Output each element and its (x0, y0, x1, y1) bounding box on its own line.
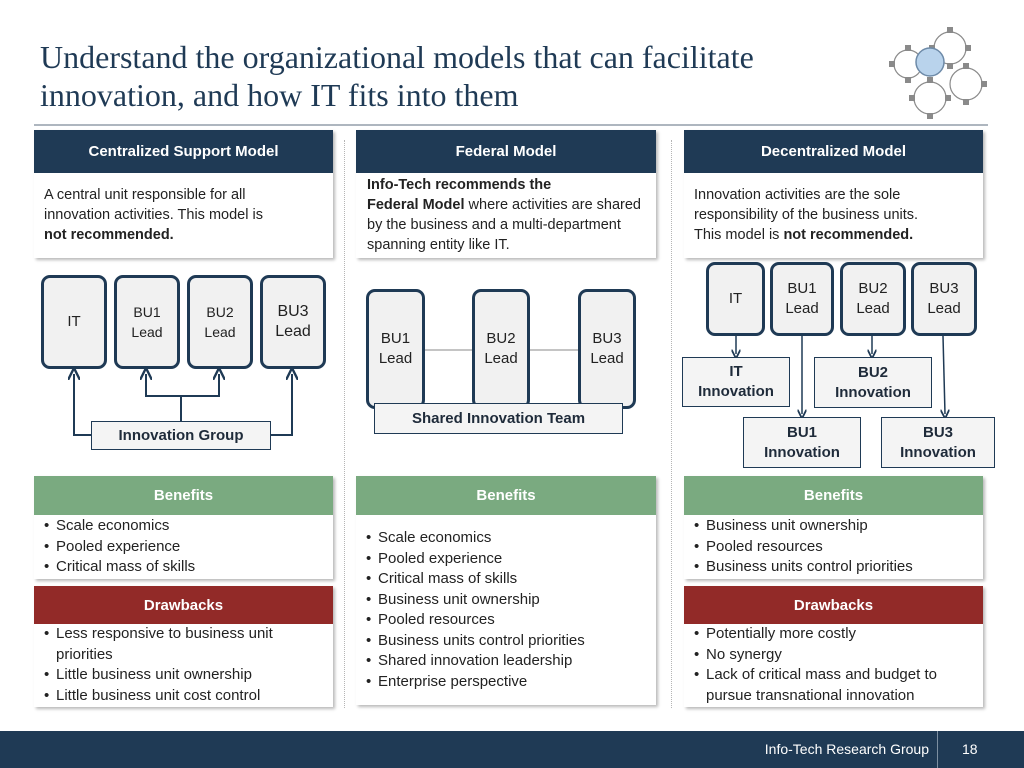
decentralized-model-header: Decentralized Model (684, 130, 983, 173)
list-item: Scale economics (44, 516, 329, 537)
list-item: Critical mass of skills (366, 569, 651, 590)
it-innovation-box: IT Innovation (682, 357, 790, 407)
decentralized-bu1-lead-node: BU1 Lead (770, 262, 834, 336)
list-item: Pooled experience (44, 537, 329, 558)
centralized-drawbacks-list: Less responsive to business unit priorit… (44, 624, 326, 706)
federal-benefits-card: Benefits Scale economics Pooled experien… (356, 476, 656, 705)
list-item: Shared innovation leadership (366, 651, 651, 672)
decentralized-benefits-list: Business unit ownership Pooled resources… (694, 516, 979, 578)
centralized-model-card: Centralized Support Model A central unit… (34, 130, 333, 258)
centralized-drawbacks-header: Drawbacks (34, 586, 333, 624)
list-item: Critical mass of skills (44, 557, 329, 578)
federal-benefits-list: Scale economics Pooled experience Critic… (366, 528, 651, 692)
list-item: Scale economics (366, 528, 651, 549)
list-item: Pooled resources (694, 537, 979, 558)
centralized-benefits-list: Scale economics Pooled experience Critic… (44, 516, 329, 578)
page-number: 18 (962, 741, 978, 757)
list-item: Business unit ownership (366, 590, 651, 611)
list-item: Potentially more costly (694, 624, 976, 645)
decentralized-description: Innovation activities are the sole respo… (694, 187, 919, 243)
decentralized-it-node: IT (706, 262, 765, 336)
centralized-drawbacks-card: Drawbacks Less responsive to business un… (34, 586, 333, 707)
list-item: Business units control priorities (366, 631, 651, 652)
list-item: Little business unit ownership (44, 665, 326, 686)
centralized-benefits-card: Benefits Scale economics Pooled experien… (34, 476, 333, 579)
federal-benefits-header: Benefits (356, 476, 656, 515)
decentralized-drawbacks-card: Drawbacks Potentially more costly No syn… (684, 586, 983, 707)
centralized-description: A central unit responsible for all innov… (44, 187, 263, 243)
decentralized-benefits-card: Benefits Business unit ownership Pooled … (684, 476, 983, 579)
centralized-benefits-header: Benefits (34, 476, 333, 515)
innovation-group-box: Innovation Group (91, 421, 271, 450)
decentralized-bu2-lead-node: BU2 Lead (840, 262, 906, 336)
footer-company: Info-Tech Research Group (764, 741, 929, 757)
page-title: Understand the organizational models tha… (40, 38, 900, 114)
list-item: Pooled experience (366, 549, 651, 570)
shared-innovation-team-box: Shared Innovation Team (374, 403, 623, 434)
column-separator-1 (344, 140, 345, 708)
federal-bu3-lead-node: BU3 Lead (578, 289, 636, 409)
list-item: Less responsive to business unit priorit… (44, 624, 326, 665)
title-line-2: innovation, and how IT fits into them (40, 77, 519, 113)
decentralized-drawbacks-list: Potentially more costly No synergy Lack … (694, 624, 976, 706)
column-separator-2 (671, 140, 672, 708)
title-rule (34, 124, 988, 126)
bu1-innovation-box: BU1 Innovation (743, 417, 861, 468)
centralized-bu3-lead-node: BU3 Lead (260, 275, 326, 369)
centralized-it-node: IT (41, 275, 107, 369)
centralized-bu1-lead-node: BU1 Lead (114, 275, 180, 369)
list-item: Business units control priorities (694, 557, 979, 578)
footer-divider (937, 731, 938, 768)
list-item: Pooled resources (366, 610, 651, 631)
decentralized-bu3-lead-node: BU3 Lead (911, 262, 977, 336)
list-item: No synergy (694, 645, 976, 666)
bu3-innovation-box: BU3 Innovation (881, 417, 995, 468)
list-item: Enterprise perspective (366, 672, 651, 693)
title-line-1: Understand the organizational models tha… (40, 39, 754, 75)
list-item: Little business unit cost control (44, 686, 326, 707)
decentralized-model-card: Decentralized Model Innovation activitie… (684, 130, 983, 258)
bu2-innovation-box: BU2 Innovation (814, 357, 932, 408)
decentralized-benefits-header: Benefits (684, 476, 983, 515)
list-item: Lack of critical mass and budget to purs… (694, 665, 976, 706)
centralized-model-header: Centralized Support Model (34, 130, 333, 173)
list-item: Business unit ownership (694, 516, 979, 537)
federal-model-header: Federal Model (356, 130, 656, 173)
centralized-bu2-lead-node: BU2 Lead (187, 275, 253, 369)
gears-icon (889, 27, 987, 119)
footer-bar: Info-Tech Research Group 18 (0, 731, 1024, 768)
federal-bu1-lead-node: BU1 Lead (366, 289, 425, 409)
decentralized-drawbacks-header: Drawbacks (684, 586, 983, 624)
